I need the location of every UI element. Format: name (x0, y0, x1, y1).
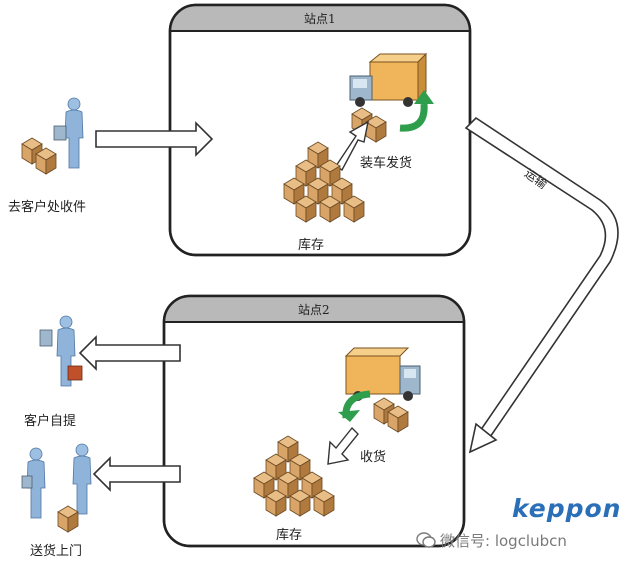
customer-person-icon (39, 315, 83, 387)
parcel-box-icon (21, 137, 57, 175)
courier-person-icon (53, 97, 84, 169)
station1-title: 站点1 (304, 12, 336, 26)
wechat-icon (416, 531, 436, 552)
delivery-arrow (92, 456, 181, 492)
green-arrow-icon (399, 90, 434, 132)
brand-logo: keppon (512, 494, 622, 523)
station2-title: 站点2 (298, 303, 330, 317)
station2-stock-label: 库存 (276, 528, 303, 543)
delivery-label: 送货上门 (30, 544, 83, 559)
wechat-id: 微信号: logclubcn (416, 530, 567, 552)
wechat-text: 微信号: logclubcn (440, 532, 567, 550)
load-ship-label: 装车发货 (360, 156, 413, 171)
station1-stock-label: 库存 (298, 238, 325, 253)
truck-icon (349, 52, 428, 107)
self-pickup-label: 客户自提 (24, 414, 77, 429)
pickup-arrow (95, 121, 214, 157)
parcel-box-icon (57, 505, 79, 533)
station1-frame (168, 3, 472, 257)
green-arrow-icon (338, 390, 371, 422)
truck-icon (344, 347, 421, 401)
receive-label: 收货 (360, 450, 387, 465)
receive-arrow (327, 426, 359, 465)
self-pickup-arrow (78, 335, 181, 371)
delivery-people-icon (21, 443, 92, 519)
transport-arrow (464, 116, 619, 454)
pickup-label: 去客户处收件 (8, 200, 87, 215)
load-arrow (335, 120, 369, 172)
